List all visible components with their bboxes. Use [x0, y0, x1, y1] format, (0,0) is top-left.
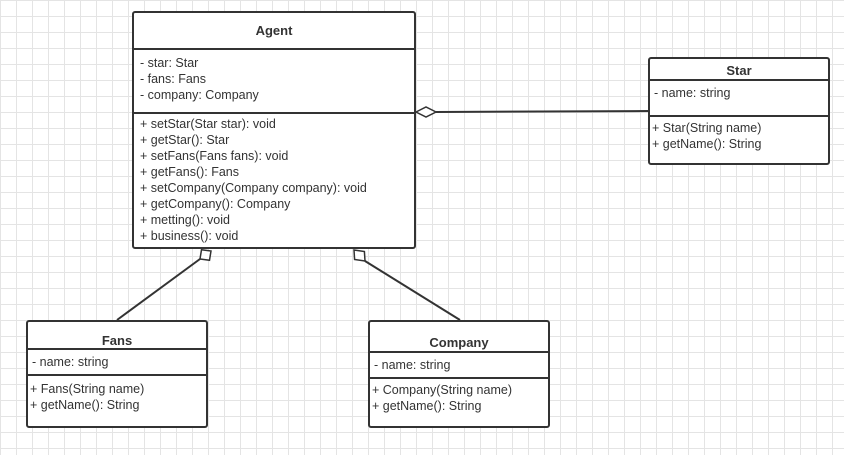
- operation-set-company: + setCompany(Company company): void: [140, 181, 367, 195]
- class-company[interactable]: Company - name: string + Company(String …: [368, 320, 550, 428]
- operation-get-name: + getName(): String: [30, 398, 140, 412]
- operation-business: + business(): void: [140, 229, 239, 243]
- operation-get-name: + getName(): String: [652, 137, 762, 151]
- aggregation-diamond-company: [353, 249, 366, 262]
- aggregation-agent-company-line: [364, 260, 461, 321]
- attribute-name: - name: string: [654, 86, 731, 100]
- aggregation-agent-fans-line: [116, 258, 201, 321]
- class-fans-operations: + Fans(String name) + getName(): String: [28, 374, 206, 413]
- operation-constructor: + Star(String name): [652, 121, 762, 135]
- attribute-name: - name: string: [32, 355, 109, 369]
- class-agent-title: Agent: [255, 23, 293, 38]
- operation-constructor: + Company(String name): [372, 383, 512, 397]
- operation-get-star: + getStar(): Star: [140, 133, 230, 147]
- attribute-name: - name: string: [374, 358, 451, 372]
- operation-get-name: + getName(): String: [372, 399, 482, 413]
- class-fans-title: Fans: [101, 333, 133, 348]
- operation-constructor: + Fans(String name): [30, 382, 145, 396]
- aggregation-agent-star-line: [435, 110, 651, 113]
- class-star-operations: + Star(String name) + getName(): String: [650, 115, 828, 152]
- class-company-title: Company: [429, 335, 489, 350]
- class-star-attributes: - name: string: [650, 79, 828, 105]
- attribute-fans: - fans: Fans: [140, 72, 206, 86]
- class-company-attributes: - name: string: [370, 351, 548, 377]
- class-star[interactable]: Star - name: string + Star(String name) …: [648, 57, 830, 165]
- operation-get-fans: + getFans(): Fans: [140, 165, 239, 179]
- class-star-title: Star: [726, 63, 752, 78]
- operation-get-company: + getCompany(): Company: [140, 197, 291, 211]
- class-agent-operations: + setStar(Star star): void + getStar(): …: [134, 112, 414, 244]
- class-fans[interactable]: Fans - name: string + Fans(String name) …: [26, 320, 208, 428]
- attribute-star: - star: Star: [140, 56, 199, 70]
- aggregation-diamond-fans: [199, 248, 212, 262]
- class-fans-attributes: - name: string: [28, 348, 206, 374]
- operation-set-star: + setStar(Star star): void: [140, 117, 276, 131]
- aggregation-diamond-star: [414, 106, 438, 118]
- class-company-operations: + Company(String name) + getName(): Stri…: [370, 377, 548, 414]
- operation-set-fans: + setFans(Fans fans): void: [140, 149, 289, 163]
- operation-metting: + metting(): void: [140, 213, 230, 227]
- class-agent[interactable]: Agent - star: Star - fans: Fans - compan…: [132, 11, 416, 249]
- class-agent-attributes: - star: Star - fans: Fans - company: Com…: [134, 48, 414, 112]
- attribute-company: - company: Company: [140, 88, 259, 102]
